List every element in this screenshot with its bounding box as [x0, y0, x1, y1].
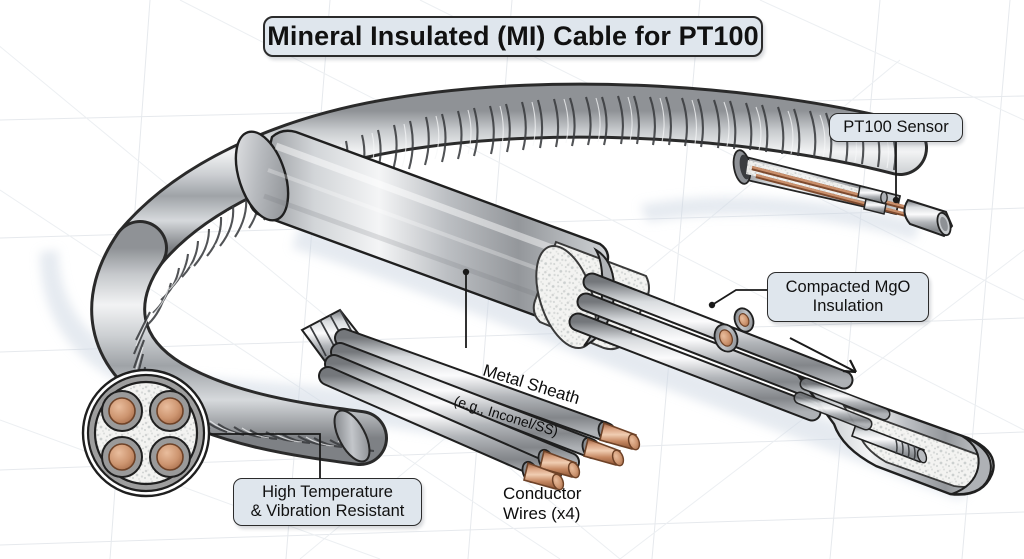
- metal-sheath-body: [234, 129, 857, 422]
- cross-section-conductors: [101, 390, 191, 478]
- label-conductor-wires: Conductor Wires (x4): [503, 484, 582, 523]
- armor-end-collar: [333, 409, 371, 463]
- conductor-copper-node: [713, 307, 755, 353]
- conductor-wire-bundle: [300, 308, 641, 491]
- mgo-arrow: [789, 337, 857, 374]
- copper-conductor-tips: [521, 420, 641, 491]
- pt100-capsule: [903, 198, 954, 238]
- callout-high-temperature-vibration-resistant: High Temperature & Vibration Resistant: [233, 478, 422, 526]
- page-title: Mineral Insulated (MI) Cable for PT100: [263, 16, 763, 57]
- cable-end-cutaway: [793, 375, 995, 496]
- label-metal-sheath-main: Metal Sheath: [480, 360, 583, 408]
- cable-cross-section: [81, 368, 211, 498]
- leader-lines: [209, 142, 900, 478]
- pt100-sensor-assembly: [732, 149, 954, 238]
- sensor-element-coil: [850, 422, 928, 464]
- callout-compacted-mgo-insulation: Compacted MgO Insulation: [767, 272, 929, 322]
- callout-pt100-sensor: PT100 Sensor: [829, 113, 963, 142]
